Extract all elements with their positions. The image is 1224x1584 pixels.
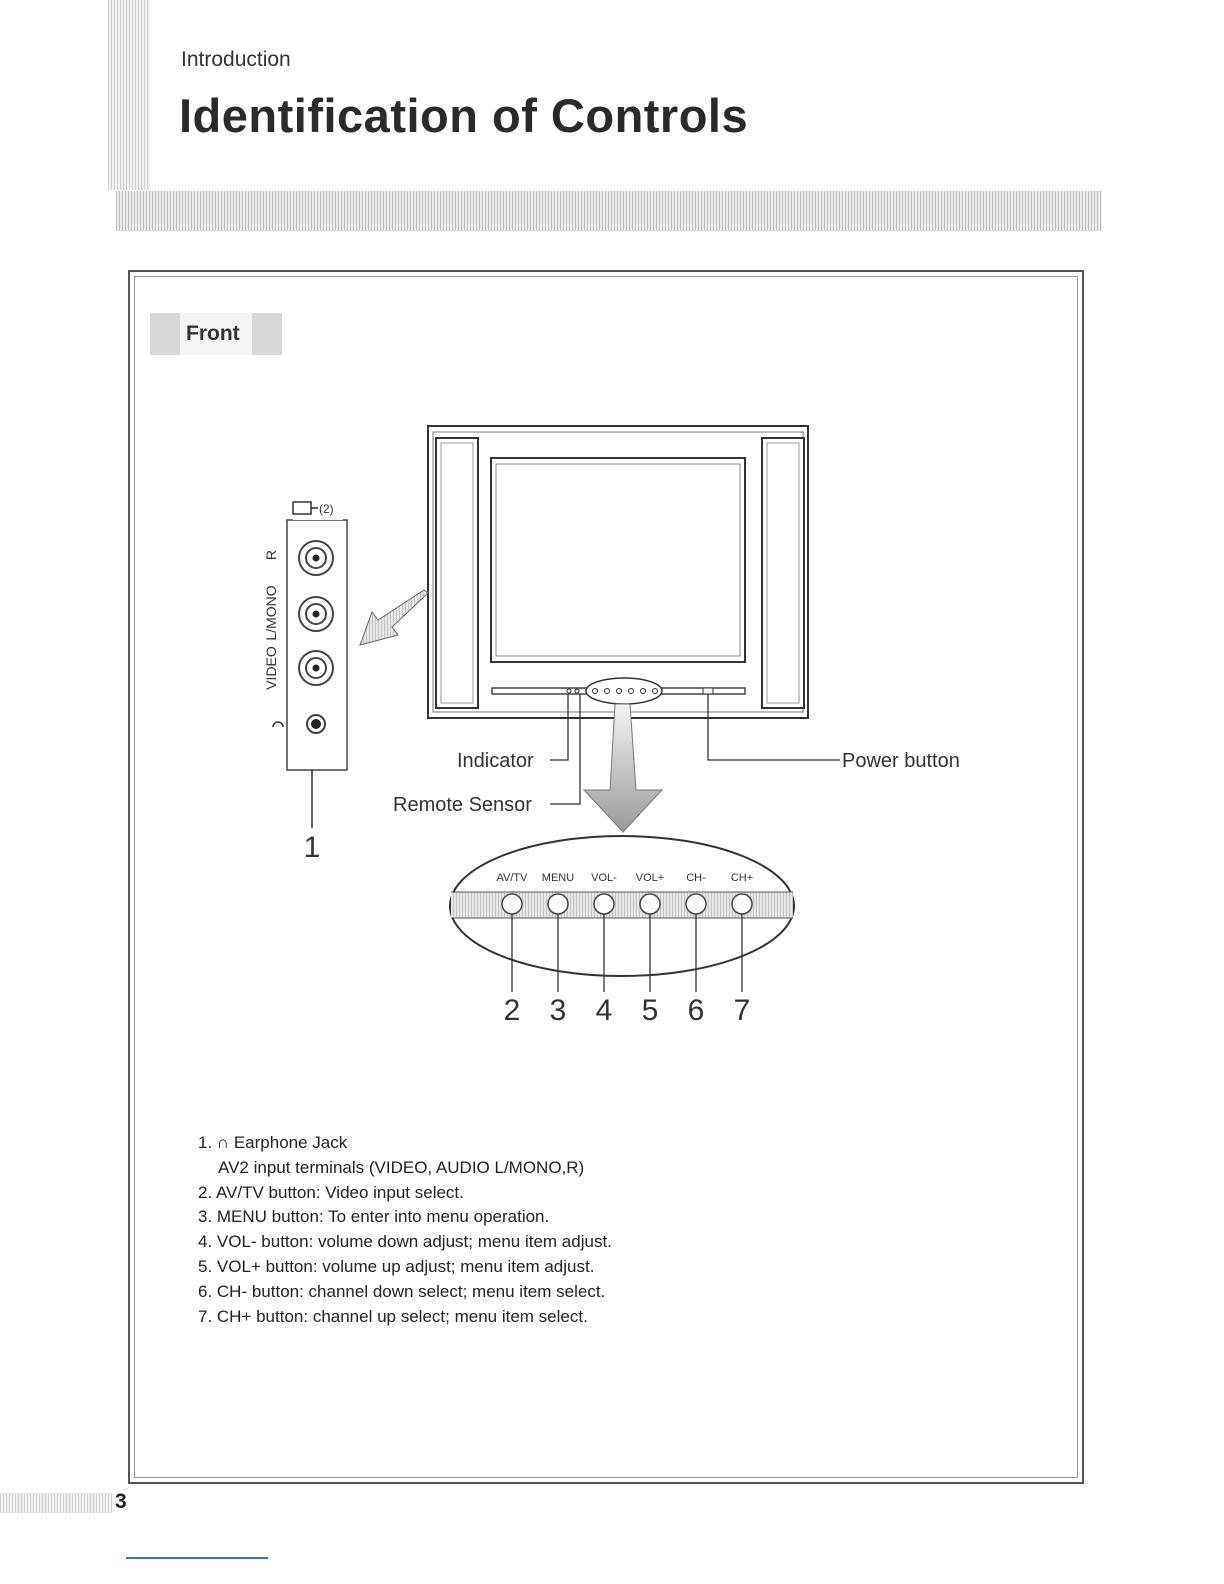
jack-label-r: R — [263, 550, 279, 560]
content-frame-inner — [134, 276, 1078, 1478]
panel-button-knob — [501, 893, 523, 915]
description-item-6: 6. CH- button: channel down select; menu… — [198, 1281, 606, 1301]
av-input-icon — [292, 501, 318, 515]
description-item-7: 7. CH+ button: channel up select; menu i… — [198, 1306, 588, 1326]
button-row: AV/TV 2 MENU 3 VOL- 4 VOL+ 5 CH- 6 CH+ 7 — [497, 872, 754, 1027]
jack-label-video: VIDEO — [263, 646, 279, 690]
panel-button-label: VOL- — [591, 872, 617, 884]
jack-video — [298, 650, 334, 686]
jack-number: 1 — [304, 831, 321, 864]
description-item-1: 1. ∩ Earphone Jack — [198, 1133, 348, 1152]
callout-indicator: Indicator — [457, 750, 534, 772]
header-band — [116, 191, 1102, 231]
callout-power-button: Power button — [842, 750, 960, 772]
panel-button-knob — [547, 893, 569, 915]
panel-button-ch-: CH- 6 — [685, 872, 707, 1027]
panel-button-label: CH- — [686, 872, 706, 884]
jack-label-lmono: L/MONO — [263, 585, 279, 640]
panel-button-vol-: VOL- 4 — [591, 872, 617, 1027]
description-item-2: 2. AV/TV button: Video input select. — [198, 1182, 464, 1202]
page-number: 3 — [115, 1490, 127, 1513]
panel-button-menu: MENU 3 — [542, 872, 574, 1027]
panel-button-knob — [731, 893, 753, 915]
description-item-3: 3. MENU button: To enter into menu opera… — [198, 1207, 550, 1227]
callout-lines — [550, 694, 840, 805]
jack-earphone — [306, 714, 326, 734]
content-frame — [128, 270, 1084, 1484]
panel-button-label: AV/TV — [497, 872, 529, 884]
panel-button-label: MENU — [542, 872, 574, 884]
panel-button-ch-: CH+ 7 — [731, 872, 753, 1027]
panel-button-av-tv: AV/TV 2 — [497, 872, 529, 1027]
section-label: Introduction — [181, 48, 291, 71]
panel-button-number: 7 — [734, 994, 751, 1027]
zoom-arrow — [582, 703, 664, 833]
description-item-5: 5. VOL+ button: volume up adjust; menu i… — [198, 1256, 595, 1276]
panel-button-number: 4 — [596, 994, 613, 1027]
panel-button-label: VOL+ — [636, 872, 664, 884]
side-panel-arrow — [359, 589, 429, 646]
controls-description-list: 1. ∩ Earphone Jack AV2 input terminals (… — [198, 1131, 612, 1329]
panel-button-number: 2 — [504, 994, 521, 1027]
headphone-icon — [272, 721, 284, 728]
footer-rule — [126, 1557, 268, 1559]
header-decoration — [108, 0, 150, 190]
front-label: Front — [186, 322, 240, 345]
panel-button-vol-: VOL+ 5 — [636, 872, 664, 1027]
description-item-4: 4. VOL- button: volume down adjust; menu… — [198, 1232, 612, 1252]
panel-button-label: CH+ — [731, 872, 753, 884]
panel-button-knob — [685, 893, 707, 915]
jack-r — [298, 540, 334, 576]
panel-button-knob — [639, 893, 661, 915]
av-input-panel: (2) R L/MONO VIDEO 1 — [263, 501, 348, 864]
panel-button-number: 5 — [642, 994, 659, 1027]
callout-remote-sensor: Remote Sensor — [393, 794, 532, 816]
description-item-1-sub: AV2 input terminals (VIDEO, AUDIO L/MONO… — [218, 1157, 585, 1177]
panel-button-number: 3 — [550, 994, 567, 1027]
av-input-label: (2) — [319, 502, 334, 516]
front-tag-background — [150, 313, 282, 355]
panel-button-number: 6 — [688, 994, 705, 1027]
page-title: Identification of Controls — [179, 89, 749, 142]
panel-button-knob — [593, 893, 615, 915]
jack-lmono — [298, 596, 334, 632]
tv-body — [427, 425, 809, 719]
page-number-strip — [0, 1493, 112, 1513]
